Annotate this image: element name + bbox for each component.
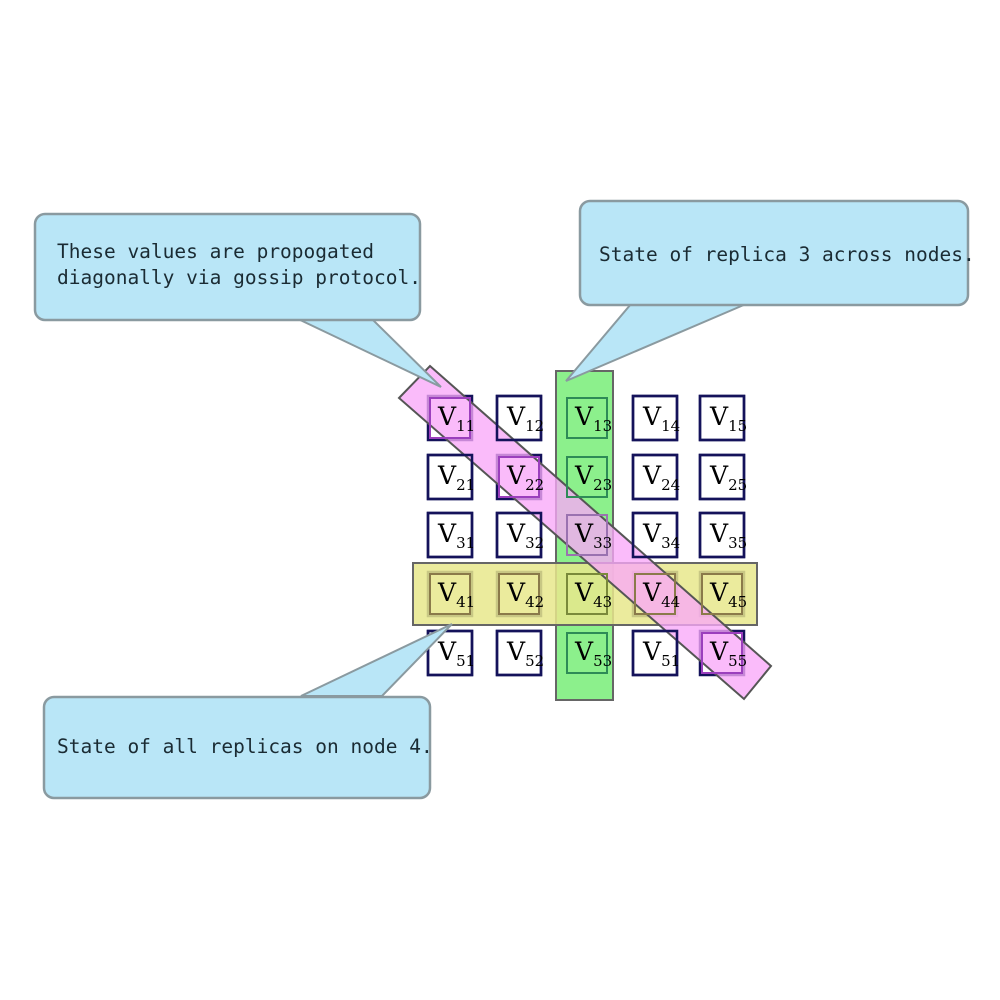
grid-cell-outline xyxy=(566,397,608,439)
grid-cell-subscript: 41 xyxy=(456,593,475,611)
grid-cell-subscript: 23 xyxy=(593,476,612,494)
callout-gossip-body[interactable] xyxy=(33,212,422,322)
grid-cell-subscript: 45 xyxy=(728,593,747,611)
grid-cell-subscript: 43 xyxy=(593,593,612,611)
callout-node4-line-1: State of all replicas on node 4. xyxy=(57,735,433,758)
grid-cell-1-5[interactable]: V15 xyxy=(698,394,747,442)
grid-cell-outline xyxy=(631,629,679,677)
grid-cell-subscript: 33 xyxy=(593,534,612,552)
grid-cell-subscript: 22 xyxy=(525,476,544,494)
grid-cell-outline xyxy=(498,573,540,615)
grid-cell-subscript: 21 xyxy=(456,476,475,494)
grid-cell-subscript: 25 xyxy=(728,476,747,494)
grid-cell-outline xyxy=(566,632,608,674)
callout-node4[interactable]: State of all replicas on node 4. xyxy=(42,695,433,800)
grid-cell-subscript: 12 xyxy=(525,417,544,435)
grid-cell-subscript: 35 xyxy=(728,534,747,552)
grid-cell-subscript: 24 xyxy=(661,476,680,494)
grid-cell-outline xyxy=(566,456,608,498)
grid-cell-outline xyxy=(495,394,543,442)
callout-gossip[interactable]: These values are propogated diagonally v… xyxy=(33,212,422,322)
grid-cell-outline xyxy=(631,511,679,559)
grid-cell-outline xyxy=(429,573,471,615)
diagonal-band-gossip[interactable] xyxy=(397,364,773,701)
grid-cell-4-2[interactable]: V42 xyxy=(498,573,544,615)
grid-cell-outline xyxy=(634,573,676,615)
callout-gossip-line-1: These values are propogated xyxy=(57,240,374,263)
callout-replica3-body[interactable] xyxy=(578,199,970,307)
callout-gossip-line-2: diagonally via gossip protocol. xyxy=(57,266,421,289)
grid-cell-subscript: 44 xyxy=(661,593,680,611)
grid-cell-label: V15 xyxy=(709,402,747,435)
grid-cell-outline xyxy=(429,397,471,439)
grid-cell-subscript: 51 xyxy=(661,652,680,670)
grid-cell-outline xyxy=(566,514,608,556)
grid-cell-subscript: 51 xyxy=(456,652,475,670)
grid-cell-outline xyxy=(566,573,608,615)
grid-cell-subscript: 31 xyxy=(456,534,475,552)
grid-cell-subscript: 13 xyxy=(593,417,612,435)
grid-cell-outline xyxy=(498,456,540,498)
grid-cell-outline xyxy=(426,629,474,677)
grid-cell-subscript: 55 xyxy=(728,652,747,670)
grid-cell-outline xyxy=(495,629,543,677)
grid-cell-outline xyxy=(426,511,474,559)
grid-cell-subscript: 11 xyxy=(456,417,475,435)
grid-cell-subscript: 32 xyxy=(525,534,544,552)
callout-node4-body[interactable] xyxy=(42,695,432,800)
grid-cell-outline xyxy=(701,632,743,674)
grid-cell-outline xyxy=(701,573,743,615)
callout-replica3[interactable]: State of replica 3 across nodes. xyxy=(578,199,975,307)
grid-cell-outline xyxy=(698,453,746,501)
grid-cell-5-2[interactable]: V52 xyxy=(495,629,544,677)
grid-cell-outline xyxy=(426,453,474,501)
grid-cell-outline xyxy=(631,453,679,501)
grid-cell-subscript: 15 xyxy=(728,417,747,435)
grid-cell-subscript: 42 xyxy=(525,593,544,611)
grid-cell-subscript: 53 xyxy=(593,652,612,670)
grid-cell-outline xyxy=(495,511,543,559)
grid-cell-subscript: 14 xyxy=(661,417,680,435)
grid-cell-outline xyxy=(631,394,679,442)
grid-cell-outline xyxy=(698,394,746,442)
grid-cell-5-1[interactable]: V51 xyxy=(426,629,475,677)
callout-replica3-line-1: State of replica 3 across nodes. xyxy=(599,243,975,266)
grid-cell-outline xyxy=(698,511,746,559)
grid-cell-subscript: 34 xyxy=(661,534,680,552)
grid-cell-subscript: 52 xyxy=(525,652,544,670)
